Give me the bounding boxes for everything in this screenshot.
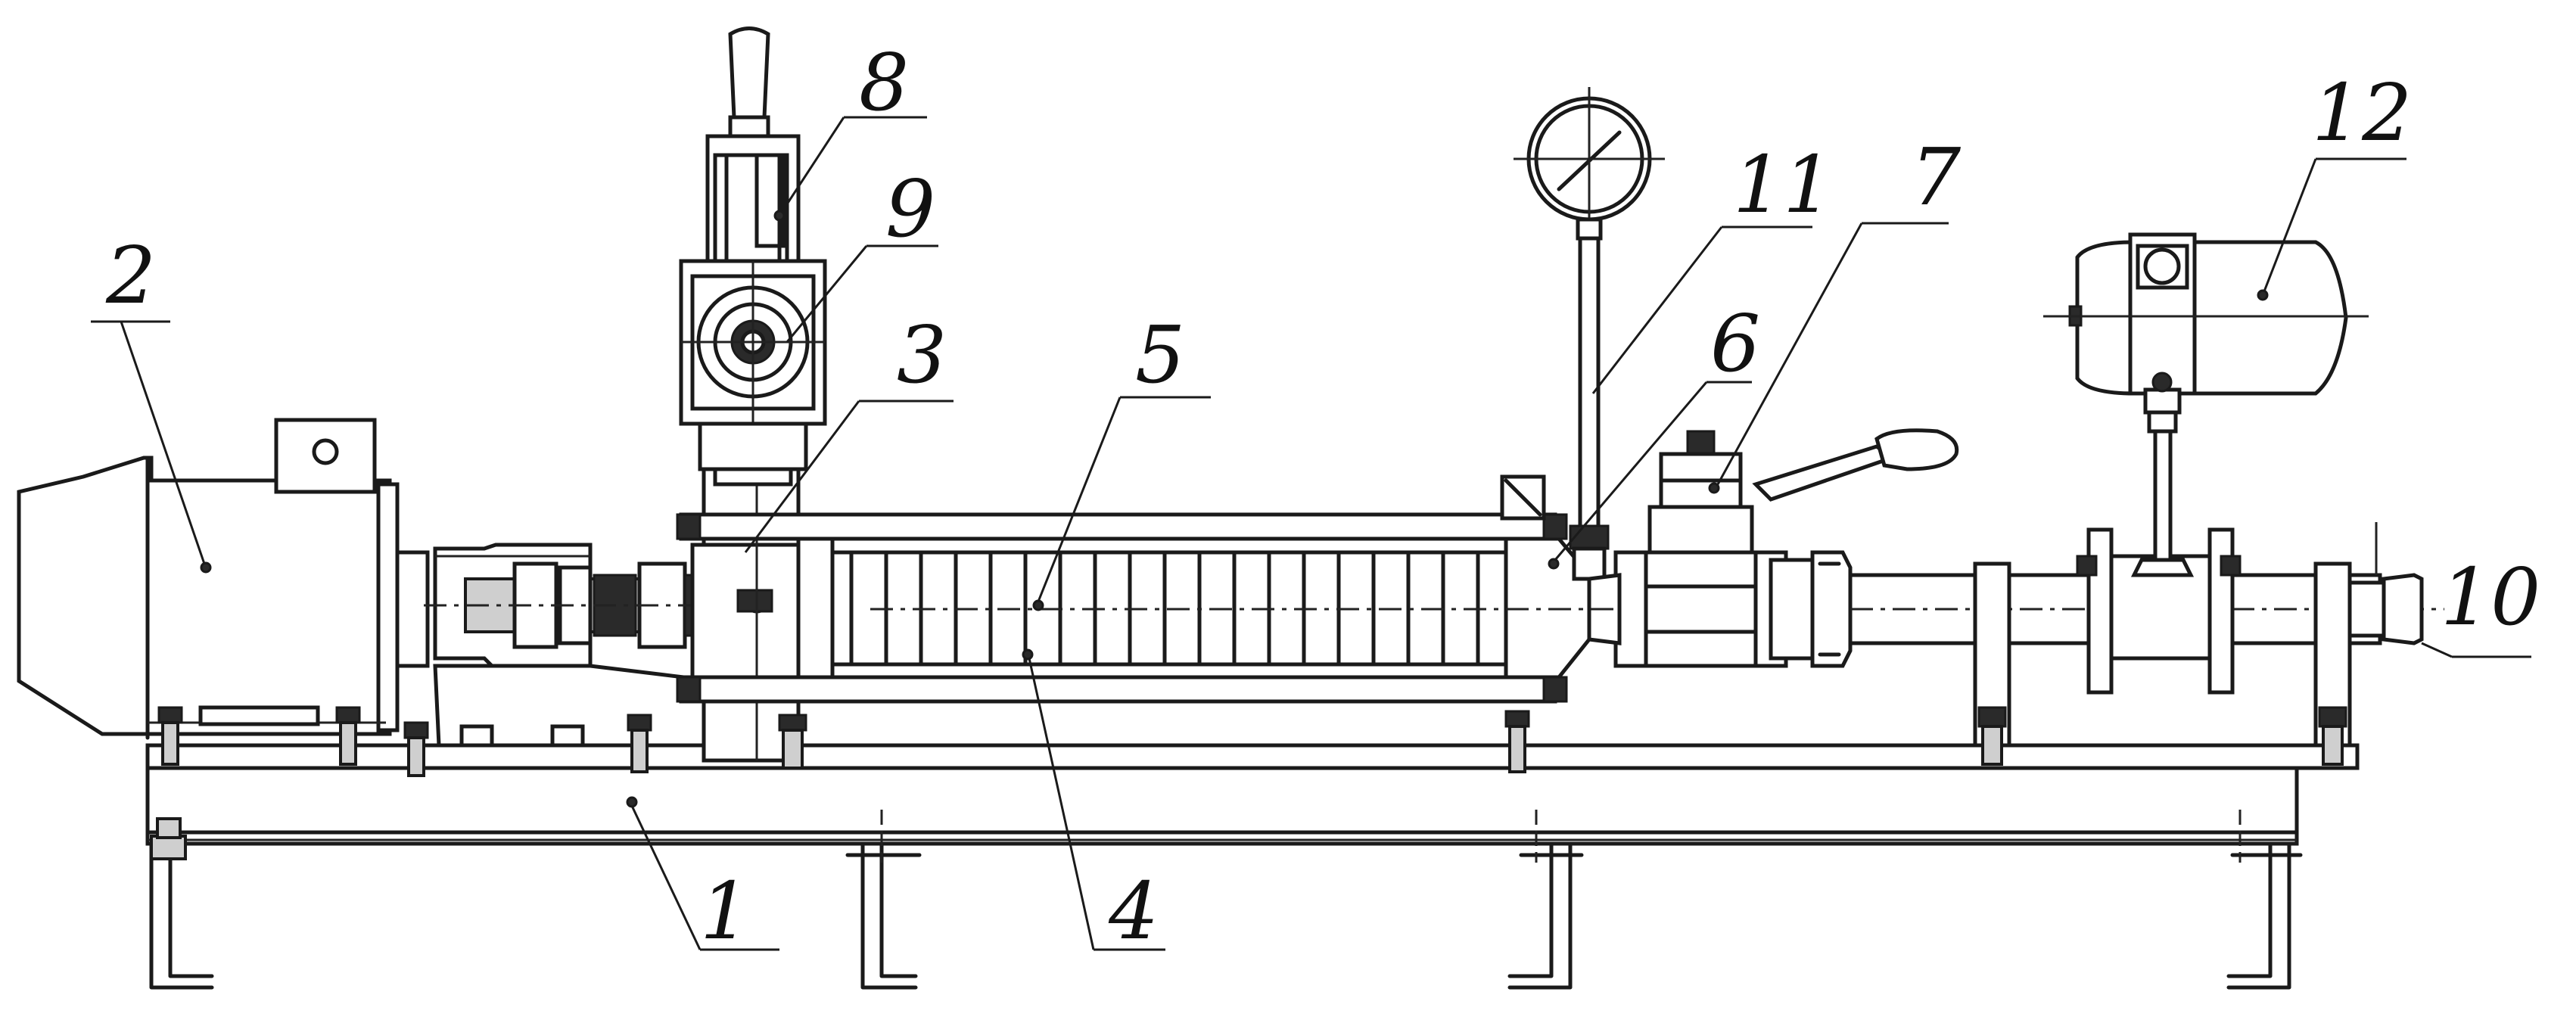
frame-leg-3: [1507, 841, 1584, 990]
discharge-ball-valve: [1613, 428, 1959, 668]
flowmeter: [2043, 232, 2369, 577]
callout-12: 12: [2312, 67, 2412, 159]
callout-9: 9: [885, 163, 935, 255]
callout-1: 1: [700, 865, 750, 957]
frame-leg-2: [845, 841, 922, 990]
callout-7: 7: [1911, 131, 1962, 223]
motor-bolt-left: [157, 706, 183, 766]
discharge-bolt: [1504, 710, 1530, 773]
callout-6: 6: [1710, 297, 1760, 390]
callout-5: 5: [1135, 309, 1185, 401]
pressure-gauge: [1514, 87, 1665, 581]
motor-bolt-far: [403, 721, 429, 777]
casing-bolt: [778, 714, 807, 770]
callout-8: 8: [859, 36, 909, 129]
suction-valve-assembly: [679, 26, 827, 487]
shaft-coupling: [424, 561, 757, 649]
pump-stage-housing: [676, 474, 1591, 773]
leader-lines: [91, 116, 2531, 951]
callout-2: 2: [105, 229, 156, 322]
discharge-nozzle: [870, 573, 1622, 645]
callout-3: 3: [897, 309, 947, 401]
callout-11: 11: [1733, 138, 1833, 231]
electric-motor: [17, 418, 430, 777]
frame-leg-4: [2226, 841, 2303, 990]
frame-leg-1: [145, 841, 214, 990]
base-frame: [145, 743, 2360, 990]
foundation-bolt: [150, 817, 187, 860]
motor-bolt-right: [335, 706, 361, 766]
discharge-pipe: [1848, 522, 2444, 766]
callout-10: 10: [2441, 551, 2540, 643]
callout-labels: 1 2 3 4 5 6 7 8 9 10 11 12: [105, 36, 2540, 957]
callout-4: 4: [1108, 865, 1159, 957]
